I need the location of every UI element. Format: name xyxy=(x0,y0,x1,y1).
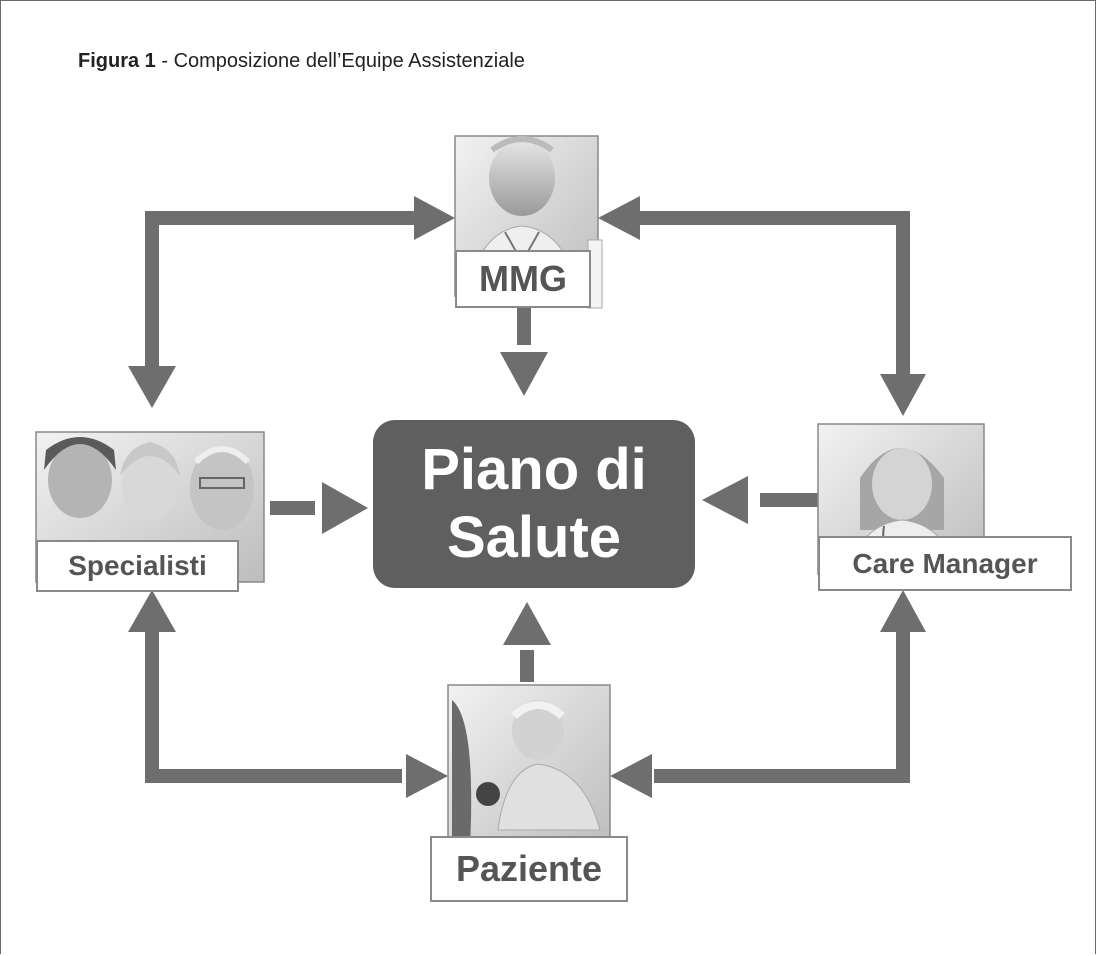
center-box xyxy=(373,420,695,588)
caption-text: - Composizione dell’Equipe Assistenziale xyxy=(155,50,525,72)
center-label: Piano di Salute xyxy=(373,420,695,588)
center-label-line2: Salute xyxy=(446,505,622,570)
arrowhead-to-center-right xyxy=(702,476,748,524)
arrowhead-to-mmg-left xyxy=(414,196,455,240)
arrowhead-to-caremanager-bottom xyxy=(880,590,926,632)
arrowhead-to-caremanager-top xyxy=(880,374,926,416)
arrowhead-to-paziente-right xyxy=(610,754,652,798)
label-mmg: MMG xyxy=(455,250,591,308)
connector-specialisti-paziente xyxy=(145,625,402,783)
connector-caremanager-paziente xyxy=(654,625,910,783)
label-specialisti: Specialisti xyxy=(36,540,239,592)
patient-photo xyxy=(447,684,611,848)
arrowhead-to-specialisti-top xyxy=(128,366,176,408)
specialists-photo xyxy=(35,431,265,583)
arrowheads xyxy=(128,196,926,798)
label-paziente: Paziente xyxy=(430,836,628,902)
arrowhead-to-paziente-left xyxy=(406,754,448,798)
center-label-line1: Piano di xyxy=(421,437,647,502)
connector-mmg-caremanager xyxy=(625,211,910,380)
caption-label: Figura 1 xyxy=(78,50,156,72)
arrowhead-to-specialisti-bottom xyxy=(128,590,176,632)
arrowhead-to-mmg-right xyxy=(598,196,640,240)
arrowhead-to-center-bottom xyxy=(503,602,551,645)
connector-mmg-specialisti xyxy=(145,211,430,380)
figure-caption: Figura 1 - Composizione dell’Equipe Assi… xyxy=(78,50,525,73)
label-care-manager: Care Manager xyxy=(818,536,1072,591)
connector-lines xyxy=(145,211,910,783)
arrowhead-to-center-top xyxy=(500,352,548,396)
arrowhead-to-center-left xyxy=(322,482,368,534)
